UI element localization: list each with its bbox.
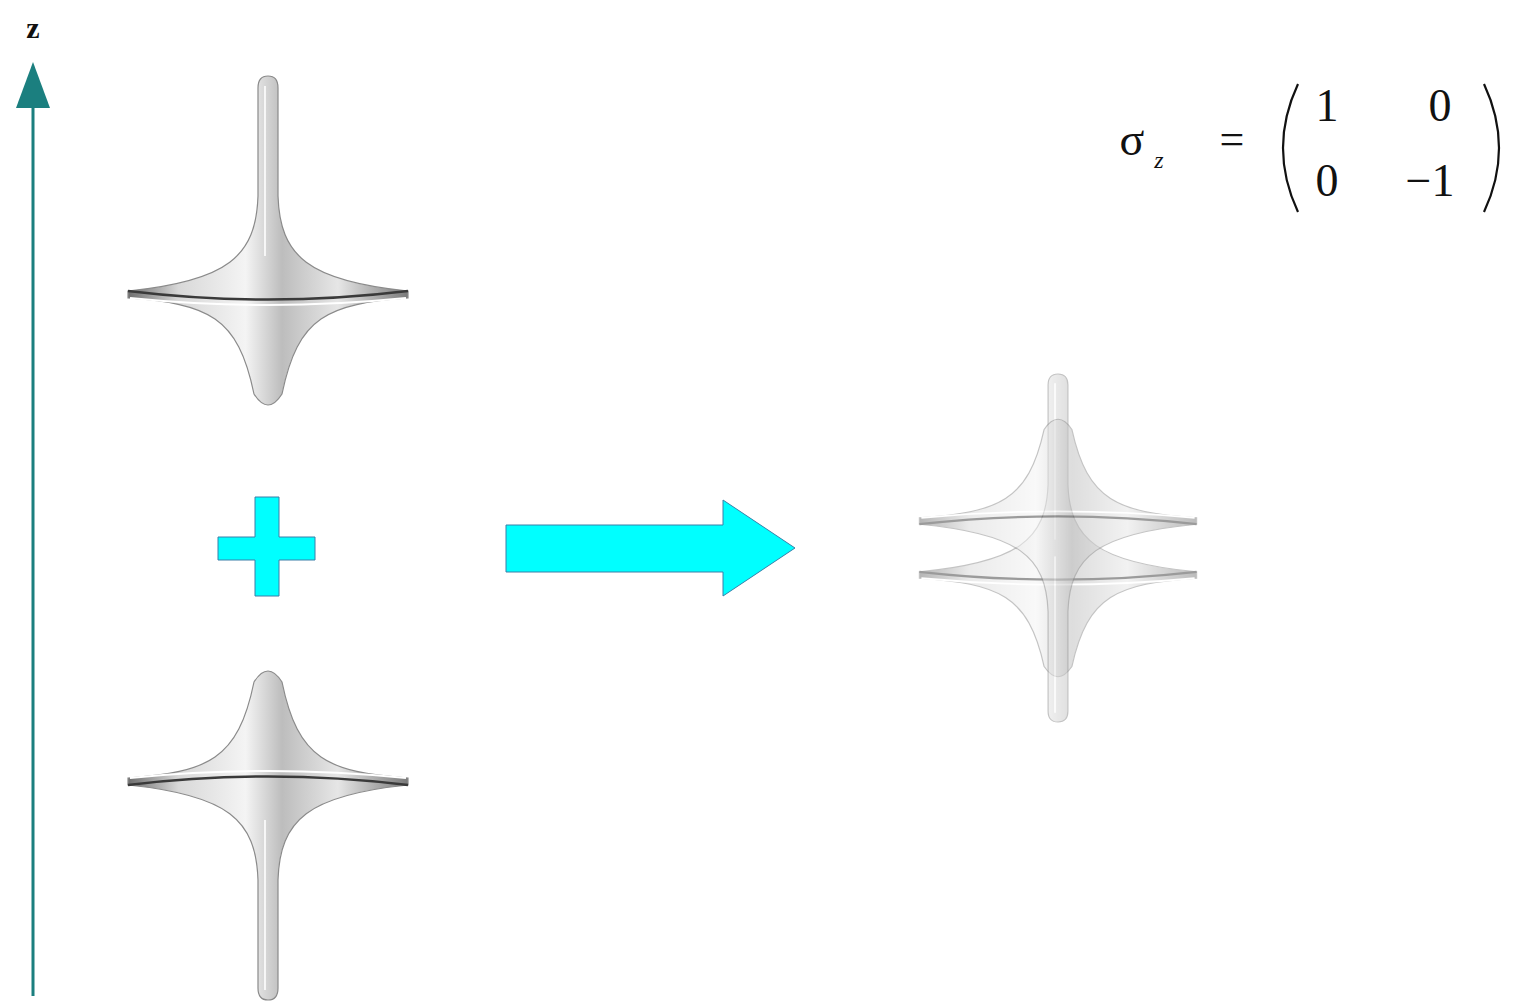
plus-sign xyxy=(218,497,315,596)
z-axis xyxy=(16,62,50,996)
operator-subscript: z xyxy=(1154,148,1163,172)
matrix-bracket xyxy=(1283,84,1499,212)
superposed-top xyxy=(919,374,1196,722)
spin-up-top xyxy=(128,76,408,405)
result-arrow xyxy=(506,500,795,596)
matrix-entry: −1 xyxy=(1406,158,1455,204)
spin-down-top xyxy=(128,671,408,1000)
operator-symbol: σ xyxy=(1120,117,1145,163)
axis-label: z xyxy=(26,13,39,43)
matrix-entry: 0 xyxy=(1429,83,1452,129)
equals-sign: = xyxy=(1220,118,1245,162)
matrix-entry: 1 xyxy=(1316,83,1339,129)
matrix-entry: 0 xyxy=(1316,158,1339,204)
